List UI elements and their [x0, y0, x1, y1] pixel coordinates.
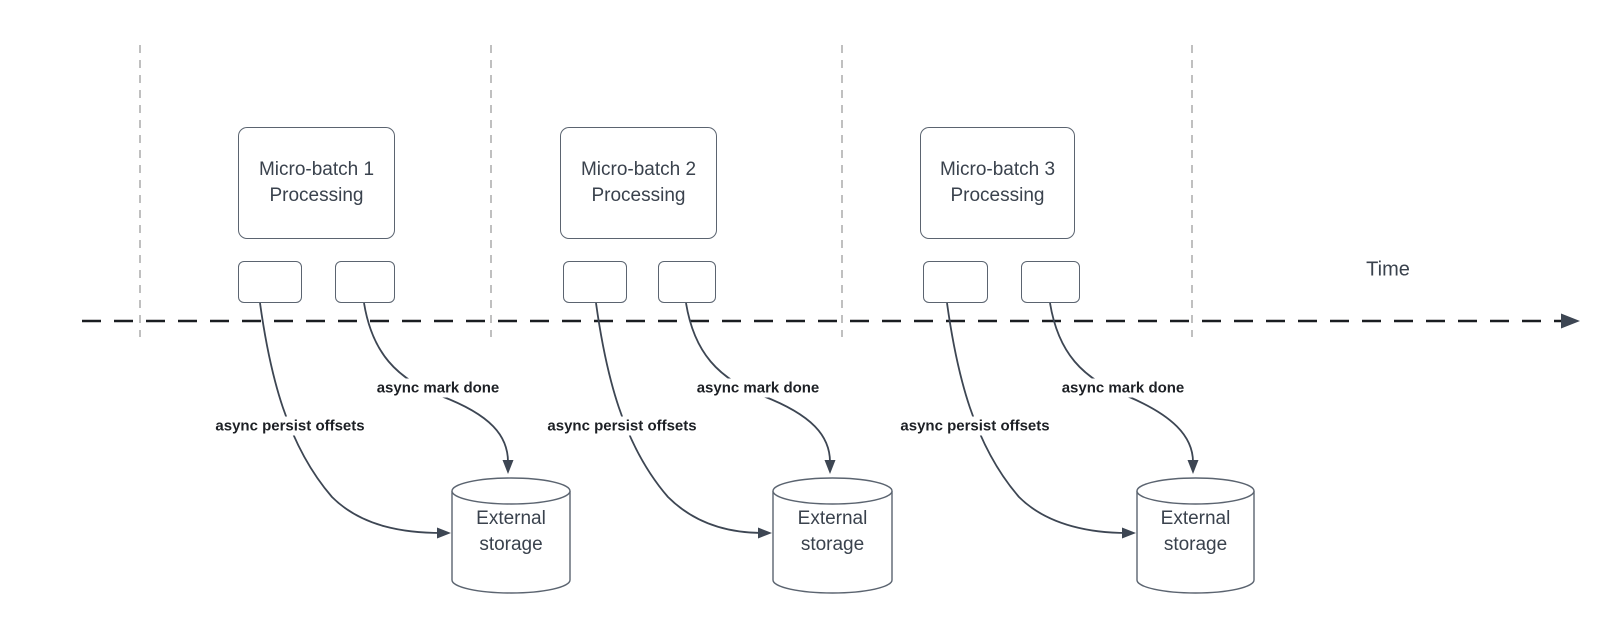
- micro-batch-2-processing-box: Micro-batch 2 Processing: [560, 127, 717, 239]
- mark-done-arrowhead-3-icon: [1187, 460, 1199, 474]
- persist-offsets-arrow-2: [595, 302, 764, 534]
- persist-offsets-label-3: async persist offsets: [896, 416, 1054, 436]
- external-storage-cylinder-1: [451, 477, 571, 594]
- persist-offsets-arrowhead-3-icon: [1122, 527, 1136, 539]
- external-storage-cylinder-2: [772, 477, 893, 594]
- mark-done-label-3: async mark done: [1057, 378, 1189, 398]
- mark-done-label-1: async mark done: [372, 378, 504, 398]
- persist-offsets-label-1: async persist offsets: [211, 416, 369, 436]
- mark-done-arrowhead-2-icon: [824, 460, 836, 474]
- micro-batch-3-processing-box: Micro-batch 3 Processing: [920, 127, 1075, 239]
- external-storage-label-3: External storage: [1160, 508, 1231, 555]
- mark-done-arrowhead-1-icon: [502, 460, 514, 474]
- persist-offsets-arrow-1: [259, 302, 443, 534]
- time-axis-arrowhead-icon: [1561, 313, 1580, 329]
- micro-batch-2-offset-task-box: [563, 261, 627, 303]
- micro-batch-3-done-task-box: [1021, 261, 1080, 303]
- external-storage-cylinder-3: [1136, 477, 1255, 594]
- persist-offsets-arrowhead-2-icon: [758, 527, 772, 539]
- external-storage-label-2: External storage: [797, 508, 868, 555]
- persist-offsets-arrowhead-1-icon: [437, 527, 451, 539]
- micro-batch-3-offset-task-box: [923, 261, 988, 303]
- mark-done-label-2: async mark done: [692, 378, 824, 398]
- persist-offsets-label-2: async persist offsets: [543, 416, 701, 436]
- external-storage-label-1: External storage: [476, 508, 546, 555]
- micro-batch-2-done-task-box: [658, 261, 716, 303]
- micro-batch-1-done-task-box: [335, 261, 395, 303]
- micro-batch-1-processing-box: Micro-batch 1 Processing: [238, 127, 395, 239]
- time-axis-label: Time: [1366, 258, 1410, 281]
- persist-offsets-arrow-3: [946, 302, 1128, 534]
- micro-batch-1-offset-task-box: [238, 261, 302, 303]
